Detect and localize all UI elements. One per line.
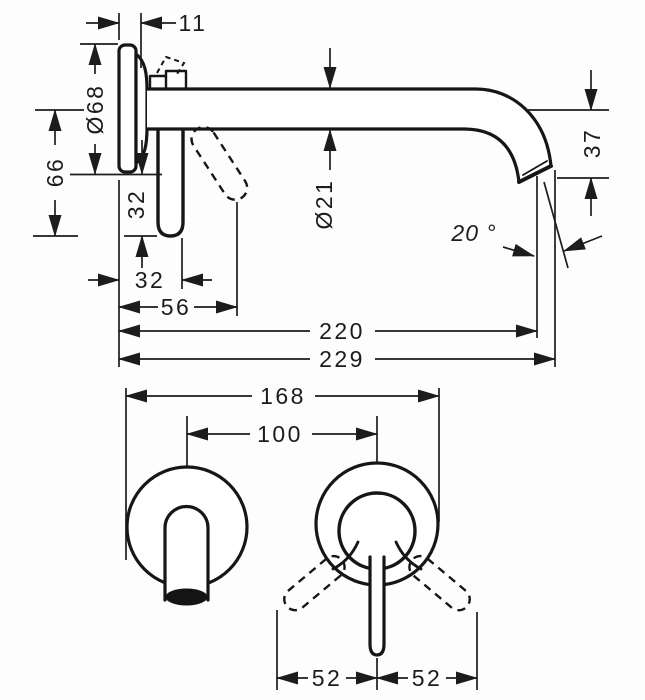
dim-wall-to-handle: 32 [88,180,212,367]
dim-handle-swing: 52 52 [276,610,478,691]
handle-stem-down [368,555,386,657]
dim-label-100: 100 [257,421,303,447]
spout-outer-edge [145,87,553,168]
dim-label-229: 229 [319,346,365,372]
dim-label-32-horizontal: 32 [135,267,166,293]
dim-spout-diameter: Ø21 [311,48,337,229]
lever-handle-closed [156,114,185,238]
dim-label-220: 220 [319,318,365,344]
dim-label-d68: Ø68 [82,84,108,135]
spout-front [125,465,249,606]
side-view: 11 Ø68 66 32 Ø21 [33,10,609,372]
handle-junction-right [394,540,423,571]
dim-spout-reach: 220 [118,176,538,344]
spout-outlet-inner-line [522,160,548,176]
dim-rosette-offset: 11 [86,10,208,68]
dim-overall-projection: 229 [118,170,556,372]
dim-outlet-drop: 37 [528,70,609,216]
dim-label-11: 11 [179,10,208,36]
dim-overall-width: 168 [125,383,440,560]
faucet-side-body [117,43,553,238]
dim-label-20deg: 20 ° [450,220,496,246]
angle-reference-line [543,181,569,269]
handle-junction-left [331,540,360,571]
dim-label-37: 37 [579,128,605,159]
dim-label-d21: Ø21 [311,179,337,230]
spout-tube-front [163,504,210,602]
spout-fill [147,89,551,182]
dim-label-56: 56 [161,294,192,320]
dim-centre-distance: 100 [186,416,378,478]
front-view: 168 100 [125,383,478,691]
dim-label-52-right: 52 [412,665,443,691]
dim-label-32-vertical: 32 [123,189,149,220]
dim-handle-drop: 32 [123,140,157,268]
lever-handle-open-dashed [190,125,249,201]
dim-outlet-angle: 20 ° [450,181,603,269]
dim-wall-to-open-handle: 56 [118,202,238,320]
handle-front [283,461,471,657]
wall-rosette-plate [117,43,138,174]
dim-label-168: 168 [260,383,306,409]
spout-outlet-face [517,164,553,184]
spout-aerator-opening [165,588,208,606]
spout-inner-edge [145,127,521,184]
cartridge-open-position-dashed [156,55,186,75]
dim-axis-to-handle-end: 66 [33,109,84,237]
dim-label-52-left: 52 [312,665,343,691]
dim-label-66: 66 [42,157,68,188]
